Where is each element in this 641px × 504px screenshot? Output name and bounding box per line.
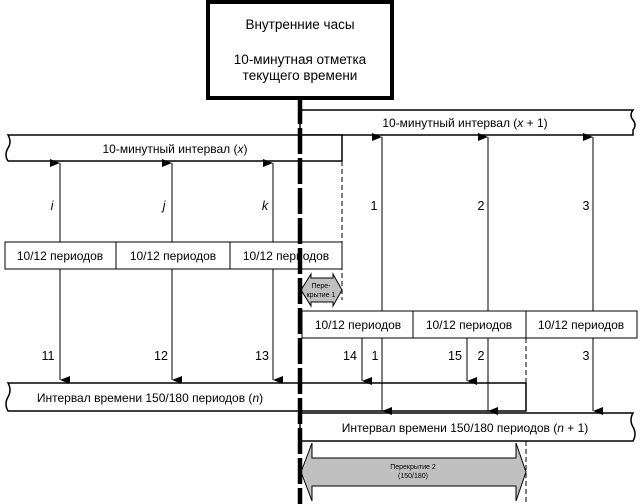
arrow-label-13: 13: [255, 349, 269, 363]
arrow-label-lower-2: 2: [478, 349, 485, 363]
arrow-label-upper-1: 1: [371, 199, 378, 213]
arrows-upper-right: 1 2 3: [371, 133, 594, 311]
arrow-label-12: 12: [154, 349, 168, 363]
arrow-label-j: j: [161, 199, 167, 213]
overlap-2: Перекрытие 2 (150/180): [300, 442, 527, 502]
arrow-label-upper-3: 3: [583, 199, 590, 213]
internal-clock-box: Внутренние часы 10-минутная отметка теку…: [206, 0, 394, 100]
clock-title: Внутренние часы: [245, 17, 354, 32]
arrow-label-lower-1: 1: [372, 349, 379, 363]
arrow-label-k: k: [262, 199, 269, 213]
interval-x: 10-минутный интервал (x): [5, 134, 343, 162]
arrows-upper-left: i j k: [50, 159, 274, 242]
period-blocks-bottom: 10/12 периодов 10/12 периодов 10/12 пери…: [301, 310, 638, 339]
interval-n-plus-1: Интервал времени 150/180 периодов (n + 1…: [299, 412, 636, 442]
period-block-bottom-1: 10/12 периодов: [315, 318, 401, 332]
arrow-label-upper-2: 2: [478, 199, 485, 213]
interval-x-plus-1: 10-минутный интервал (x + 1): [299, 109, 636, 136]
interval-x-label: 10-минутный интервал (x): [103, 142, 248, 156]
arrows-lower-left: 11 12 13: [42, 269, 283, 384]
interval-n: Интервал времени 150/180 периодов (n): [5, 382, 527, 412]
arrow-label-i: i: [51, 199, 55, 213]
period-block-top-3: 10/12 периодов: [243, 249, 329, 263]
period-block-bottom-2: 10/12 периодов: [426, 318, 512, 332]
period-block-bottom-3: 10/12 периодов: [538, 318, 624, 332]
overlap-1-label-1: Пере-: [311, 283, 331, 290]
period-block-top-1: 10/12 периодов: [17, 249, 103, 263]
overlap-2-label-2: (150/180): [398, 473, 428, 480]
arrow-label-14: 14: [343, 349, 357, 363]
overlap-2-label-1: Перекрытие 2: [390, 464, 436, 471]
arrow-label-lower-3: 3: [583, 349, 590, 363]
interval-n-plus-1-label: Интервал времени 150/180 периодов (n + 1…: [342, 421, 589, 435]
interval-x-plus-1-label: 10-минутный интервал (x + 1): [382, 116, 547, 130]
arrow-label-11: 11: [42, 349, 55, 363]
clock-subtitle-1: 10-минутная отметка: [234, 52, 367, 67]
overlap-1-label-2: крытие 1: [307, 292, 336, 299]
period-blocks-top: 10/12 периодов 10/12 периодов 10/12 пери…: [4, 241, 343, 270]
clock-subtitle-2: текущего времени: [243, 68, 358, 83]
period-block-top-2: 10/12 периодов: [130, 249, 216, 263]
arrow-label-15: 15: [448, 349, 462, 363]
interval-n-label: Интервал времени 150/180 периодов (n): [37, 391, 263, 405]
arrows-lower-right: 14 1 15 2 3: [343, 338, 603, 415]
overlap-1: Пере- крытие 1: [300, 272, 343, 308]
